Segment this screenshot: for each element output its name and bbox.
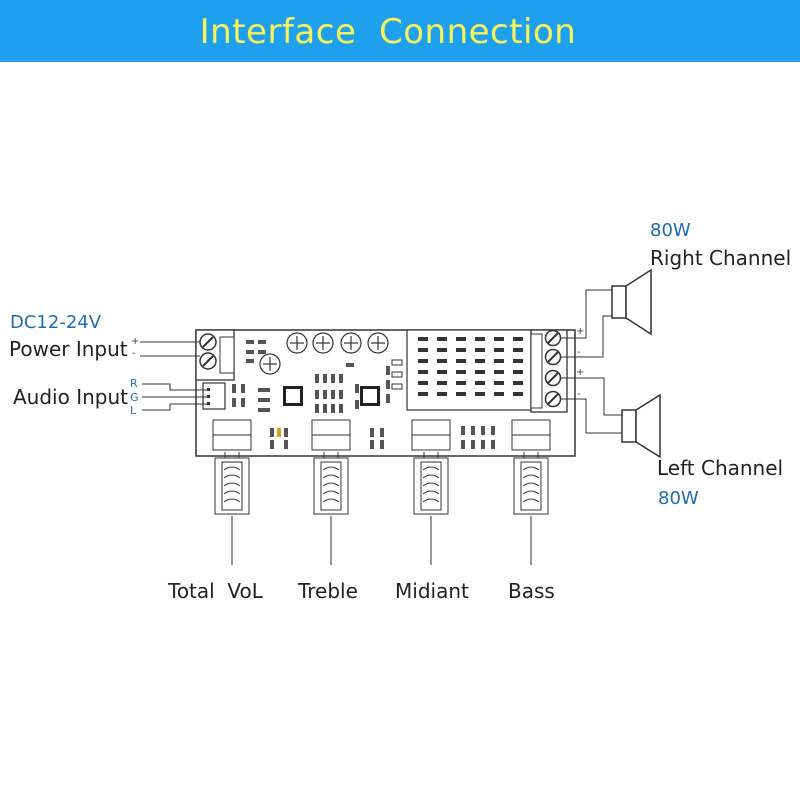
audio-pin-l: L [130,404,137,417]
potentiometer-total-vol [212,419,252,515]
power-minus-mark: - [132,348,136,359]
right-speaker-icon [611,268,652,336]
knob-label-treble: Treble [298,579,358,603]
potentiometer-bass [511,419,551,515]
power-plus-mark: + [131,336,140,347]
amplifier-heatsink [391,329,532,411]
potentiometer-midiant [411,419,451,515]
header-banner: Interface Connection [0,0,800,62]
speaker-terminal-block [530,329,568,413]
ic-chips [283,386,380,406]
power-input-label: Power Input [9,337,128,361]
power-terminal-block [195,329,235,381]
left-terminal-minus: - [577,389,581,400]
left-terminal-plus: + [576,367,585,378]
knob-label-bass: Bass [508,579,555,603]
knob-label-midiant: Midiant [395,579,469,603]
capacitor-row [259,332,389,375]
knob-leader-lines [231,516,532,565]
potentiometer-treble [311,419,351,515]
left-channel-power: 80W [658,488,699,509]
page-title: Interface Connection [199,12,577,52]
right-channel-label: Right Channel [650,246,792,270]
audio-input-connector [202,382,226,410]
right-channel-power: 80W [650,220,691,241]
knob-label-total-vol: Total VoL [168,579,263,603]
audio-input-wires [142,383,208,411]
left-channel-label: Left Channel [657,456,784,480]
audio-input-label: Audio Input [13,385,128,409]
left-speaker-icon [621,393,661,459]
audio-pin-g: G [130,391,139,404]
right-speaker-wires [560,289,612,358]
power-input-wires [140,341,200,357]
power-voltage: DC12-24V [10,312,102,333]
left-speaker-wires [560,377,622,434]
audio-pin-r: R [130,377,138,390]
right-terminal-plus: + [576,326,585,337]
right-terminal-minus: - [577,347,581,358]
